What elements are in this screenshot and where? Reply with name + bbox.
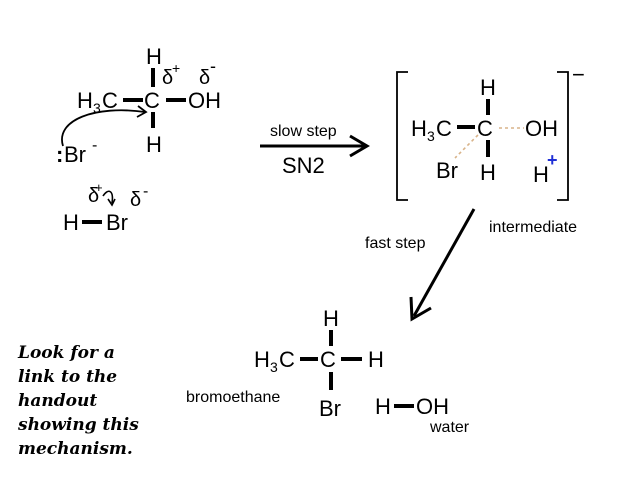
attack-curved-arrow [61, 109, 146, 147]
bromide-charge: - [92, 137, 97, 154]
intermediate-h-ion: H [533, 162, 549, 187]
hbr-dipole-arrow [102, 190, 114, 204]
reactant-delta-minus-sign: - [210, 56, 216, 76]
arrow-label-fast-step: fast step [365, 235, 426, 252]
hbr-delta-minus: δ [130, 189, 141, 211]
reactant-ch3-subscript: 3 [93, 100, 101, 116]
reactant-oh: OH [188, 88, 221, 113]
note-line-4: showing this [17, 415, 139, 435]
right-bracket [557, 71, 569, 201]
bromide-lone-pair: : [56, 142, 63, 167]
reactant-delta-plus-sign: + [172, 60, 180, 76]
water-h: H [375, 394, 391, 419]
hbr-delta-plus-sign: + [95, 180, 103, 195]
water-name: water [429, 419, 470, 436]
reactant-ethanol: H 3 C C OH H H δ + δ - [77, 44, 221, 157]
second-arrow-shaft [412, 208, 476, 317]
product-h-top: H [323, 306, 339, 331]
note-line-5: mechanism. [18, 439, 133, 459]
product-ch3-subscript: 3 [270, 359, 278, 375]
product-ch3-h: H [254, 347, 270, 372]
product-water: H OH water [375, 394, 470, 436]
handwritten-note: Look for a link to the handout showing t… [17, 343, 139, 459]
second-reaction-arrow: fast step [365, 208, 476, 322]
water-oh: OH [416, 394, 449, 419]
intermediate-complex: − H 3 C C OH H H Br H + intermediate [396, 62, 585, 236]
hbr-molecule: δ + δ - H Br [63, 180, 148, 235]
hbr-delta-plus: δ [88, 185, 99, 207]
hbr-delta-minus-sign: - [143, 183, 148, 200]
product-bromoethane: H 3 C C H H Br bromoethane [186, 306, 384, 421]
intermediate-ch3-h: H [411, 116, 427, 141]
product-carbon: C [320, 347, 336, 372]
reactant-carbon: C [144, 88, 160, 113]
product-name-bromoethane: bromoethane [186, 389, 280, 406]
product-br: Br [319, 396, 341, 421]
intermediate-oh: OH [525, 116, 558, 141]
intermediate-h-top: H [480, 75, 496, 100]
bromide-label: Br [64, 142, 86, 167]
note-line-1: Look for a [17, 343, 115, 363]
intermediate-h-ion-charge: + [547, 150, 558, 170]
hbr-dipole-arrowhead [107, 198, 116, 207]
product-h-right: H [368, 347, 384, 372]
hbr-h: H [63, 210, 79, 235]
product-ch3-c: C [279, 347, 295, 372]
arrow-label-slow-step: slow step [270, 123, 337, 140]
arrow-label-sn2: SN2 [282, 153, 325, 178]
reactant-ch3-c: C [102, 88, 118, 113]
reactant-delta-plus: δ [162, 67, 173, 89]
hbr-br: Br [106, 210, 128, 235]
reactant-h-bottom: H [146, 132, 162, 157]
reactant-delta-minus: δ [199, 67, 210, 89]
reactant-h-top: H [146, 44, 162, 69]
bracket-charge: − [572, 62, 585, 87]
main-reaction-arrow: slow step SN2 [260, 123, 370, 178]
main-arrow-head [349, 134, 370, 158]
intermediate-ch3-subscript: 3 [427, 128, 435, 144]
reactant-ch3-h: H [77, 88, 93, 113]
intermediate-label: intermediate [489, 219, 577, 236]
intermediate-carbon: C [477, 116, 493, 141]
intermediate-ch3-c: C [436, 116, 452, 141]
note-line-3: handout [18, 391, 97, 411]
intermediate-br: Br [436, 158, 458, 183]
second-arrow-head [409, 296, 432, 322]
note-line-2: link to the [18, 367, 117, 387]
bromide-nucleophile: : Br - [56, 105, 148, 167]
left-bracket [396, 71, 408, 201]
intermediate-h-bottom: H [480, 160, 496, 185]
attack-arrowhead [136, 105, 148, 118]
intermediate-partial-bond-br [454, 134, 479, 159]
